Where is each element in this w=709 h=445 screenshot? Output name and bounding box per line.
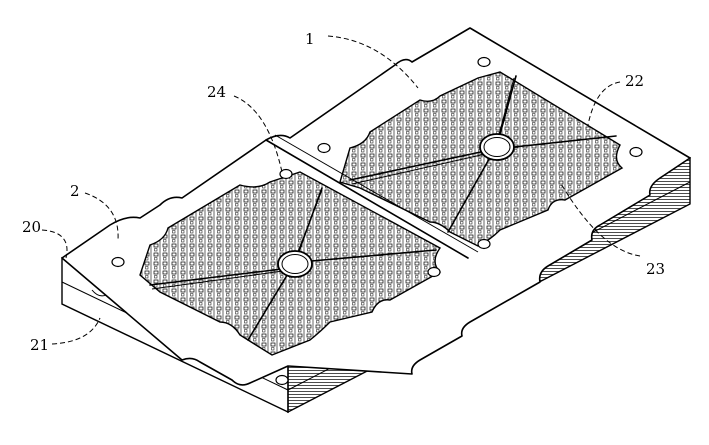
label-1: 1: [305, 30, 315, 48]
plate-top-frame: [61, 27, 691, 386]
label-22: 22: [625, 72, 644, 90]
label-20: 20: [22, 218, 41, 236]
right-filter-panel: [339, 71, 624, 247]
leader-lines: [41, 35, 641, 345]
label-23: 23: [646, 260, 665, 278]
label-2: 2: [70, 182, 80, 200]
center-divider: [265, 139, 469, 259]
bolt-holes: [111, 56, 643, 386]
label-21: 21: [30, 336, 49, 354]
label-24: 24: [207, 83, 226, 101]
left-filter-panel: [139, 171, 442, 356]
